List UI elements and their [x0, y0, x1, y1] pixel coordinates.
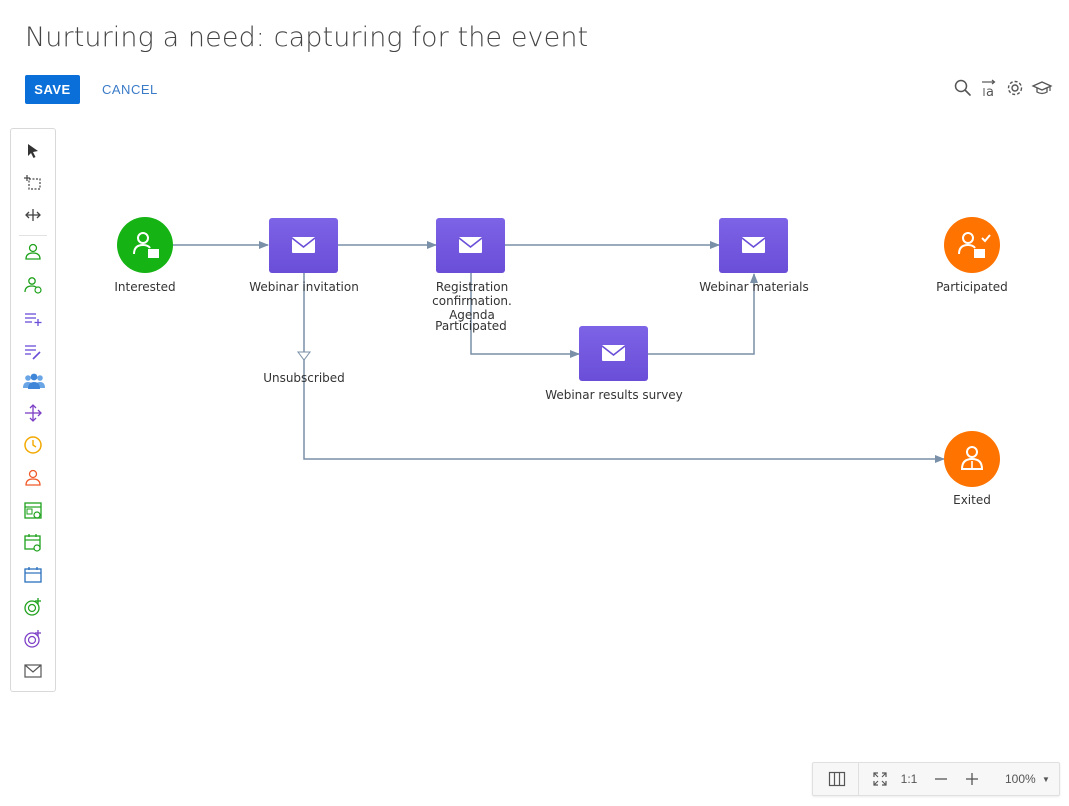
- user-exit-icon: [960, 446, 984, 470]
- node-label-participated: Participated: [936, 280, 1008, 294]
- node-participated[interactable]: [944, 217, 1000, 273]
- fit-to-screen-icon[interactable]: [870, 769, 890, 789]
- element-palette: [10, 128, 56, 692]
- save-button[interactable]: SAVE: [25, 75, 80, 104]
- zoom-level-value: 100%: [1005, 772, 1036, 786]
- cancel-button[interactable]: CANCEL: [96, 75, 164, 104]
- node-exited[interactable]: [944, 431, 1000, 487]
- node-interested[interactable]: [117, 217, 173, 273]
- add-target-icon[interactable]: [23, 597, 43, 617]
- edge-label-participated[interactable]: Participated: [435, 319, 507, 333]
- edit-list-icon[interactable]: [23, 341, 43, 361]
- filter-funnel-icon: [297, 351, 311, 361]
- svg-text:a: a: [986, 85, 994, 98]
- node-label-registration: Registration confirmation. Agenda: [432, 280, 512, 322]
- audience-user-icon: [133, 232, 159, 258]
- node-registration-confirmation[interactable]: [436, 218, 505, 273]
- node-webinar-materials[interactable]: [719, 218, 788, 273]
- zoom-level-select[interactable]: 100% ▼: [1005, 769, 1055, 789]
- minimap-columns-icon[interactable]: [827, 769, 847, 789]
- zoom-toolbar: 1:1 100% ▼: [812, 762, 1060, 796]
- timer-clock-icon[interactable]: [23, 435, 43, 455]
- node-label-webinar-materials: Webinar materials: [699, 280, 809, 294]
- user-check-icon: [958, 232, 991, 258]
- zoom-out-icon[interactable]: [931, 769, 951, 789]
- remove-target-icon[interactable]: [23, 629, 43, 649]
- palette-separator: [19, 235, 47, 236]
- group-users-icon[interactable]: [23, 371, 45, 391]
- calendar-icon[interactable]: [23, 565, 43, 585]
- user-exit-icon[interactable]: [23, 467, 43, 487]
- node-label-webinar-invitation: Webinar invitation: [249, 280, 359, 294]
- top-right-tools: a: [953, 76, 1053, 100]
- settings-gear-icon[interactable]: [1005, 78, 1025, 98]
- split-arrows-icon[interactable]: [23, 403, 43, 423]
- lasso-select-icon[interactable]: [23, 173, 43, 193]
- email-envelope-icon: [741, 237, 766, 253]
- node-label-interested: Interested: [114, 280, 176, 294]
- landing-page-icon[interactable]: [23, 501, 43, 521]
- text-format-icon[interactable]: a: [979, 78, 999, 100]
- edge-label-unsubscribed[interactable]: Unsubscribed: [263, 371, 345, 385]
- search-icon[interactable]: [953, 78, 973, 98]
- node-webinar-results-survey[interactable]: [579, 326, 648, 381]
- academy-cap-icon[interactable]: [1031, 78, 1053, 98]
- actual-size-button[interactable]: 1:1: [900, 772, 918, 786]
- event-calendar-user-icon[interactable]: [23, 533, 43, 553]
- node-label-exited: Exited: [953, 493, 991, 507]
- node-webinar-invitation[interactable]: [269, 218, 338, 273]
- audience-user-gear-icon[interactable]: [23, 275, 43, 295]
- email-envelope-icon: [458, 237, 483, 253]
- zoom-in-icon[interactable]: [962, 769, 982, 789]
- pan-move-icon[interactable]: [23, 205, 43, 225]
- add-to-list-icon[interactable]: [23, 309, 43, 329]
- audience-user-icon[interactable]: [23, 241, 43, 261]
- page-title: Nurturing a need: capturing for the even…: [25, 22, 589, 53]
- pointer-arrow-icon[interactable]: [23, 141, 43, 161]
- zoombar-divider: [858, 763, 859, 795]
- chevron-down-icon: ▼: [1042, 775, 1050, 784]
- email-envelope-icon: [291, 237, 316, 253]
- email-envelope-icon: [601, 345, 626, 361]
- node-label-results-survey: Webinar results survey: [545, 388, 683, 402]
- email-envelope-icon[interactable]: [23, 661, 43, 681]
